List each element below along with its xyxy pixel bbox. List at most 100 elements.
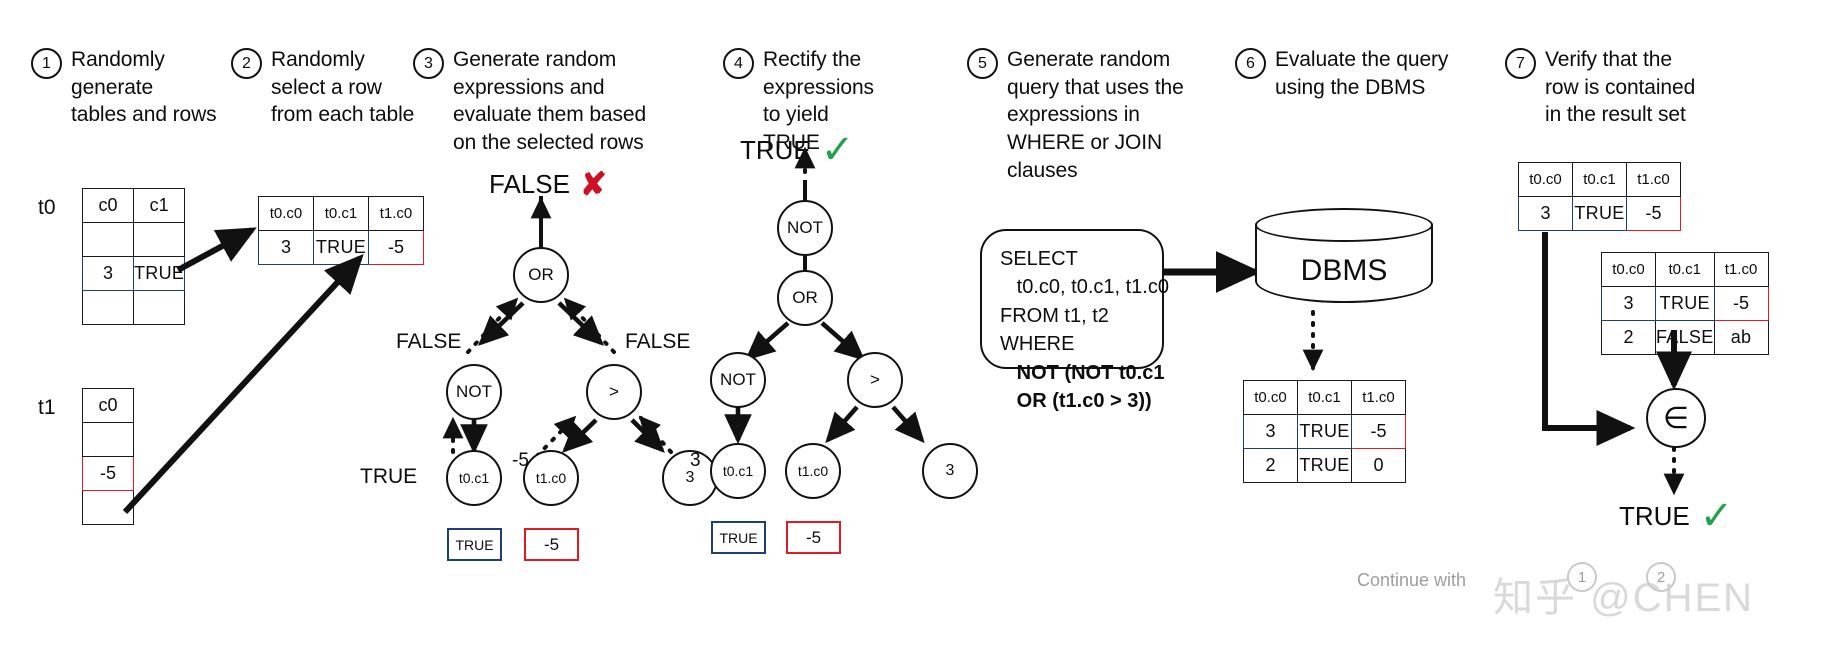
sql-line-from: FROM t1, t2 bbox=[1000, 304, 1109, 327]
table-cell: TRUE bbox=[1297, 448, 1352, 483]
table-cell: -5 bbox=[82, 456, 134, 491]
table-row-pivot: 3 TRUE -5 bbox=[1243, 414, 1406, 449]
column-header: t0.c0 bbox=[1243, 380, 1298, 415]
table-row-header: c0 c1 bbox=[82, 188, 186, 223]
table-row bbox=[82, 422, 134, 457]
table-cell: -5 bbox=[1351, 414, 1406, 449]
table-cell: TRUE bbox=[132, 256, 186, 291]
watermark-continue-text: Continue with bbox=[1357, 570, 1467, 590]
sql-line-where: WHERE bbox=[1000, 333, 1075, 356]
table-cell: 0 bbox=[1351, 448, 1406, 483]
table-cell: TRUE bbox=[1572, 196, 1627, 231]
column-header: t0.c0 bbox=[258, 196, 314, 231]
step-number-1: 1 bbox=[31, 48, 62, 79]
step-number-7: 7 bbox=[1505, 48, 1536, 79]
step-7: 7 Verify that the row is contained in th… bbox=[1505, 46, 1705, 129]
tree4-node-or: OR bbox=[777, 270, 833, 326]
table-row-pivot: 3 TRUE -5 bbox=[1518, 196, 1681, 231]
table-t1: c0 -5 bbox=[82, 388, 134, 525]
tree4-leafvalue-t1c0: -5 bbox=[786, 521, 841, 554]
table-cell bbox=[82, 222, 134, 257]
table-row bbox=[82, 222, 186, 257]
step-number-4: 4 bbox=[723, 48, 754, 79]
table-cell: FALSE bbox=[1655, 320, 1715, 355]
table-cell: -5 bbox=[1626, 196, 1681, 231]
table-row-header: t0.c0 t0.c1 t1.c0 bbox=[1518, 162, 1681, 197]
step-text-4: Rectify the expressions to yield TRUE bbox=[763, 48, 874, 155]
table-row-header: t0.c0 t0.c1 t1.c0 bbox=[1243, 380, 1406, 415]
table-row bbox=[82, 290, 186, 325]
table-cell: 2 bbox=[1601, 320, 1656, 355]
table-row-header: t0.c0 t0.c1 t1.c0 bbox=[258, 196, 424, 231]
membership-operator-node: ∈ bbox=[1646, 388, 1706, 448]
step-5: 5 Generate random query that uses the ex… bbox=[967, 46, 1192, 185]
table-cell: 2 bbox=[1243, 448, 1298, 483]
step-text-7: Verify that the row is contained in the … bbox=[1545, 48, 1696, 127]
tree4-node-gt: > bbox=[847, 352, 903, 408]
step-text-3: Generate random expressions and evaluate… bbox=[453, 48, 647, 155]
table-row: 2 FALSE ab bbox=[1601, 320, 1769, 355]
column-header: c1 bbox=[132, 188, 186, 223]
tree4-node-not-root: NOT bbox=[777, 200, 833, 256]
column-header: t1.c0 bbox=[1626, 162, 1681, 197]
table-cell: 3 bbox=[1243, 414, 1298, 449]
step-number-3: 3 bbox=[413, 48, 444, 79]
step-3: 3 Generate random expressions and evalua… bbox=[413, 46, 648, 157]
table-cell: 3 bbox=[1518, 196, 1573, 231]
table-verify-pivot: t0.c0 t0.c1 t1.c0 3 TRUE -5 bbox=[1518, 162, 1681, 231]
tree4-leafvalue-t0c1: TRUE bbox=[711, 521, 766, 554]
step-2: 2 Randomly select a row from each table bbox=[231, 46, 416, 129]
table-row-header: c0 bbox=[82, 388, 134, 423]
table-row-header: t0.c0 t0.c1 t1.c0 bbox=[1601, 252, 1769, 287]
table-cell bbox=[82, 290, 134, 325]
cylinder-top bbox=[1255, 208, 1433, 242]
column-header: t0.c1 bbox=[1572, 162, 1627, 197]
table-cell bbox=[82, 490, 134, 525]
table-cell: TRUE bbox=[1655, 286, 1715, 321]
table-row bbox=[82, 490, 134, 525]
step4-root-verdict: TRUE ✓ bbox=[740, 130, 854, 170]
verify-verdict: TRUE ✓ bbox=[1619, 496, 1733, 536]
column-header: t0.c1 bbox=[1297, 380, 1352, 415]
column-header: t0.c0 bbox=[1518, 162, 1573, 197]
column-header: t0.c1 bbox=[1655, 252, 1715, 287]
table-cell: ab bbox=[1713, 320, 1769, 355]
tree3-edge-label-gt-right: 3 bbox=[690, 450, 701, 471]
step-text-2: Randomly select a row from each table bbox=[271, 48, 415, 127]
sql-query-box: SELECT t0.c0, t0.c1, t1.c0 FROM t1, t2 W… bbox=[980, 229, 1169, 412]
table-result-set: t0.c0 t0.c1 t1.c0 3 TRUE -5 2 TRUE 0 bbox=[1243, 380, 1406, 483]
step-text-1: Randomly generate tables and rows bbox=[71, 48, 217, 127]
verify-result: TRUE bbox=[1619, 500, 1690, 531]
tree4-leaf-t0c1: t0.c1 bbox=[710, 443, 766, 499]
step4-root-result: TRUE bbox=[740, 134, 811, 165]
sql-line-select: SELECT bbox=[1000, 248, 1078, 270]
tree3-edge-label-gt-left: -5 bbox=[512, 450, 529, 471]
tree3-edge-label-or-left: FALSE bbox=[396, 330, 462, 353]
tree4-leaf-const: 3 bbox=[922, 443, 978, 499]
step3-root-result: FALSE bbox=[489, 168, 570, 199]
watermark-badge-2: 2 bbox=[1646, 562, 1676, 592]
step-6: 6 Evaluate the query using the DBMS bbox=[1235, 46, 1460, 101]
table-cell bbox=[132, 222, 186, 257]
table-cell: -5 bbox=[368, 230, 424, 265]
table-cell: -5 bbox=[1713, 286, 1769, 321]
table-cell: TRUE bbox=[1297, 414, 1352, 449]
tree4-leaf-t1c0: t1.c0 bbox=[785, 443, 841, 499]
column-header: t0.c0 bbox=[1601, 252, 1656, 287]
table-cell: 3 bbox=[82, 256, 134, 291]
sql-line-columns: t0.c0, t0.c1, t1.c0 bbox=[1000, 276, 1169, 299]
column-header: t1.c0 bbox=[1713, 252, 1769, 287]
check-icon: ✓ bbox=[1699, 494, 1734, 538]
table-cell bbox=[132, 290, 186, 325]
table-cell: 3 bbox=[258, 230, 314, 265]
tree3-edge-label-not-child: TRUE bbox=[360, 465, 418, 488]
column-header: t1.c0 bbox=[1351, 380, 1406, 415]
dbms-label: DBMS bbox=[1300, 254, 1388, 287]
watermark-logo: 知乎 @CHEN bbox=[1493, 576, 1755, 620]
step-number-6: 6 bbox=[1235, 48, 1266, 79]
check-icon: ✓ bbox=[820, 128, 855, 172]
table-row-pivot: 3 TRUE -5 bbox=[1601, 286, 1769, 321]
step-text-6: Evaluate the query using the DBMS bbox=[1275, 48, 1449, 99]
tree3-leafvalue-t1c0: -5 bbox=[524, 528, 579, 561]
